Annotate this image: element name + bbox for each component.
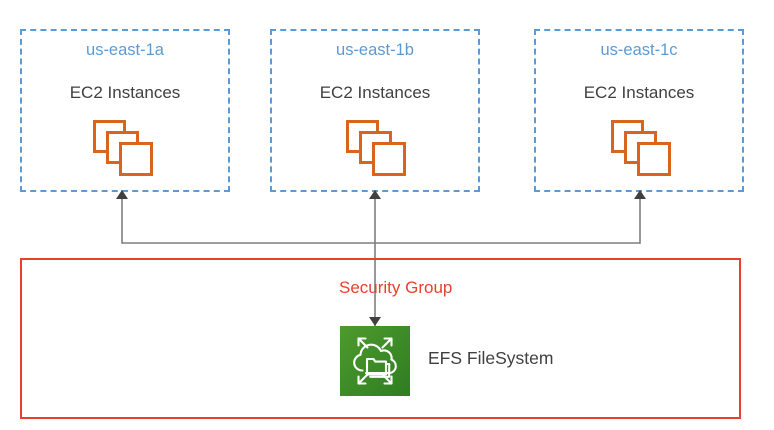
az-label-us-east-1b: us-east-1b	[336, 41, 414, 59]
ec2-square-front	[637, 142, 671, 176]
ec2-instances-icon[interactable]	[93, 120, 155, 176]
availability-zone-us-east-1b[interactable]: us-east-1b EC2 Instances	[270, 29, 480, 192]
ec2-instances-label-az-c: EC2 Instances	[583, 83, 695, 102]
ec2-square-front	[119, 142, 153, 176]
az-label-us-east-1c: us-east-1c	[600, 41, 678, 59]
ec2-instances-icon[interactable]	[346, 120, 408, 176]
efs-filesystem-icon[interactable]	[340, 326, 410, 396]
ec2-instances-label-az-a: EC2 Instances	[69, 83, 181, 102]
az-label-us-east-1a: us-east-1a	[86, 41, 164, 59]
ec2-instances-label-az-b: EC2 Instances	[319, 83, 431, 102]
ec2-instances-icon[interactable]	[611, 120, 673, 176]
ec2-square-front	[372, 142, 406, 176]
security-group-label: Security Group	[339, 278, 453, 297]
security-group-boundary[interactable]	[20, 258, 741, 419]
efs-filesystem-label: EFS FileSystem	[428, 348, 554, 368]
